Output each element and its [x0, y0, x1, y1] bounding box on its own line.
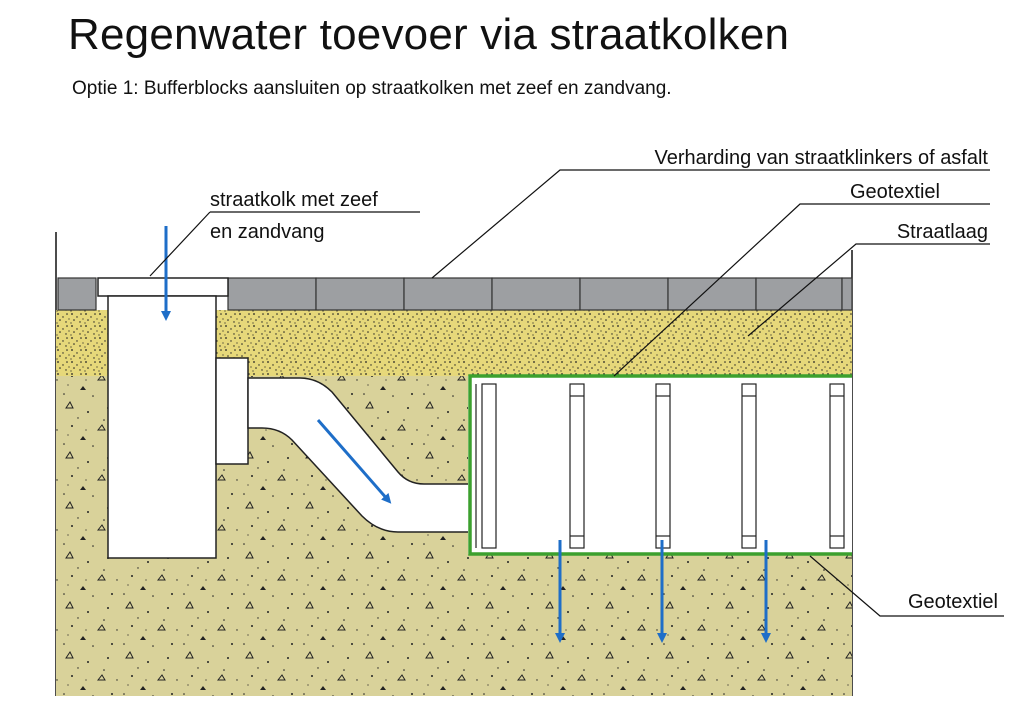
label-straatlaag: Straatlaag	[897, 221, 988, 243]
label-straatkolk-line1: straatkolk met zeef	[210, 189, 378, 211]
label-verharding: Verharding van straatklinkers of asfalt	[654, 147, 988, 169]
straatkolk	[97, 277, 249, 559]
pavers-row	[57, 277, 853, 311]
bufferblocks	[468, 376, 852, 554]
flow-arrows	[161, 226, 771, 643]
bufferblock-ribs	[475, 383, 845, 549]
leader-lines	[149, 169, 1004, 617]
label-geotextiel-bottom: Geotextiel	[908, 591, 998, 613]
label-geotextiel-top: Geotextiel	[850, 181, 940, 203]
label-straatkolk-line2: en zandvang	[210, 221, 325, 243]
page-subtitle: Optie 1: Bufferblocks aansluiten op stra…	[72, 78, 672, 99]
arrow-diagonal-icon	[316, 419, 392, 504]
page-title: Regenwater toevoer via straatkolken	[68, 10, 790, 59]
